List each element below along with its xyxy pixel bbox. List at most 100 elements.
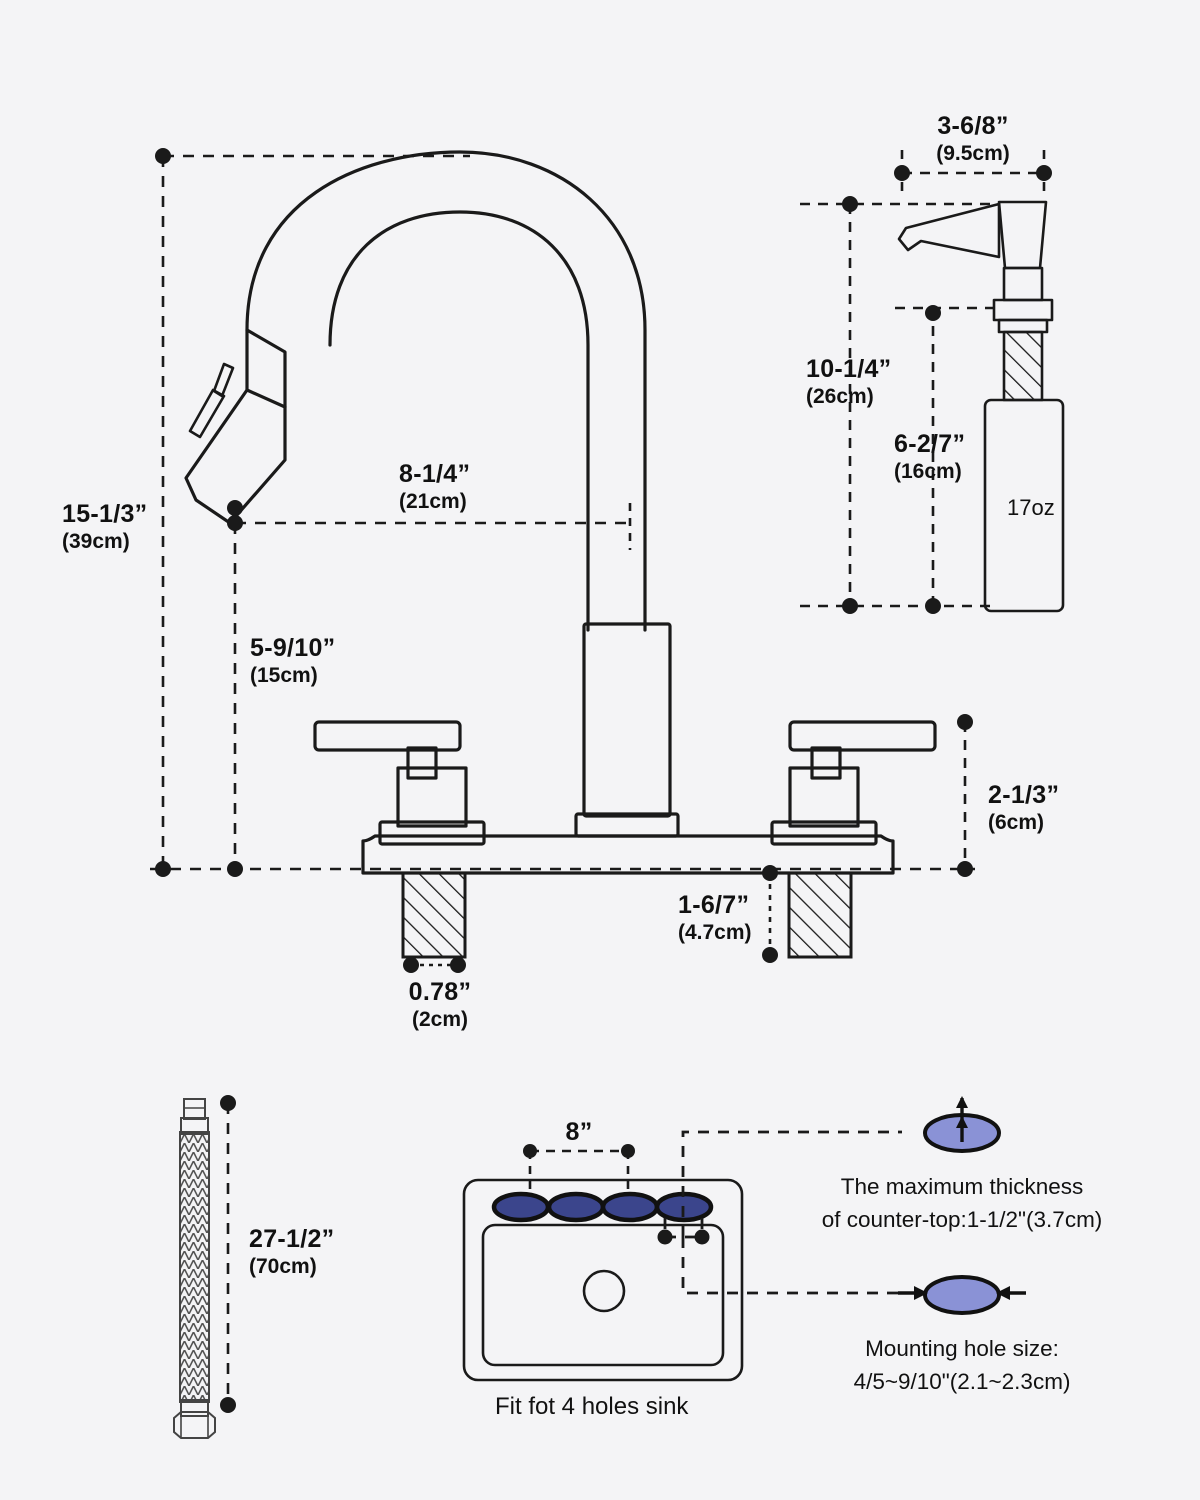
label-hose-length: 27-1/2” (70cm) bbox=[249, 1225, 335, 1279]
shank-left bbox=[401, 871, 467, 959]
label-spout-height: 5-9/10” (15cm) bbox=[250, 634, 336, 688]
note-mounting-hole: Mounting hole size: 4/5~9/10"(2.1~2.3cm) bbox=[817, 1333, 1107, 1398]
sink-drain bbox=[582, 1269, 626, 1313]
label-shank-diameter-imperial: 0.78” bbox=[408, 978, 472, 1006]
label-overall-height-metric: (39cm) bbox=[62, 529, 130, 553]
dim-dot bbox=[925, 598, 941, 614]
mounting-hole-icon bbox=[898, 1275, 1026, 1315]
handle-left-lever bbox=[313, 720, 462, 752]
sink-outer-rim bbox=[462, 1178, 744, 1382]
dim-dot bbox=[762, 865, 778, 881]
label-shank-length-imperial: 1-6/7” bbox=[678, 891, 750, 919]
dispenser-pump-head bbox=[997, 200, 1048, 270]
sink-spacing-dimension bbox=[523, 1144, 635, 1196]
label-overall-height: 15-1/3” (39cm) bbox=[62, 500, 148, 554]
handle-left-body bbox=[396, 766, 468, 828]
leader-mounting-hole bbox=[681, 1237, 902, 1295]
dispenser-neck bbox=[1002, 266, 1044, 302]
shank-right bbox=[787, 871, 853, 959]
dim-dot bbox=[155, 861, 171, 877]
faucet-deck-plate bbox=[361, 834, 895, 875]
sink-drawing bbox=[462, 1178, 744, 1382]
label-handle-height-metric: (6cm) bbox=[988, 810, 1045, 834]
dim-dot bbox=[657, 1229, 673, 1245]
label-spout-reach: 8-1/4” (21cm) bbox=[399, 460, 470, 514]
note-counter-thickness-line1: The maximum thickness bbox=[840, 1174, 1084, 1199]
note-counter-thickness: The maximum thickness of counter-top:1-1… bbox=[817, 1171, 1107, 1236]
sprayer-head bbox=[184, 328, 287, 525]
faucet-column bbox=[582, 622, 672, 818]
handle-left-base bbox=[378, 820, 486, 846]
handle-right-stem bbox=[810, 746, 842, 780]
label-dispenser-reach-metric: (9.5cm) bbox=[936, 141, 1010, 165]
dim-dot bbox=[694, 1229, 710, 1245]
dim-dot bbox=[403, 957, 419, 973]
label-dispenser-height: 10-1/4” (26cm) bbox=[806, 355, 892, 409]
hose-nut-bottom bbox=[173, 1411, 216, 1439]
sink-hole-3 bbox=[600, 1191, 660, 1223]
label-overall-height-imperial: 15-1/3” bbox=[62, 500, 148, 528]
label-spout-height-metric: (15cm) bbox=[250, 663, 318, 687]
sprayer-button-lower bbox=[188, 388, 226, 439]
note-mounting-hole-line1: Mounting hole size: bbox=[865, 1336, 1059, 1361]
note-counter-thickness-line2: of counter-top:1-1/2"(3.7cm) bbox=[821, 1206, 1103, 1232]
sink-hole-1 bbox=[491, 1191, 551, 1223]
leader-counter-thickness bbox=[681, 1130, 902, 1237]
label-dispenser-height-imperial: 10-1/4” bbox=[806, 355, 892, 383]
label-hose-length-imperial: 27-1/2” bbox=[249, 1225, 335, 1253]
dim-dot bbox=[155, 148, 171, 164]
handle-left-stem bbox=[406, 746, 438, 780]
dim-dot bbox=[220, 1095, 236, 1111]
dispenser-collar-lower bbox=[997, 318, 1049, 334]
label-dispenser-capacity: 17oz bbox=[1007, 495, 1055, 520]
label-dispenser-bottle-imperial: 6-2/7” bbox=[894, 430, 966, 458]
faucet-neck-outer bbox=[245, 150, 647, 632]
label-shank-diameter: 0.78” (2cm) bbox=[400, 978, 480, 1032]
dispenser-collar bbox=[992, 298, 1054, 322]
counter-thickness-icon bbox=[923, 1096, 1001, 1153]
hose-fitting-top bbox=[183, 1098, 206, 1120]
dim-dot bbox=[621, 1144, 635, 1158]
soap-dispenser-drawing bbox=[897, 200, 1065, 613]
dim-dot bbox=[227, 500, 243, 516]
label-handle-height-imperial: 2-1/3” bbox=[988, 781, 1060, 809]
label-spout-reach-metric: (21cm) bbox=[399, 489, 467, 513]
dim-dot bbox=[842, 196, 858, 212]
faucet-dimension-lines bbox=[150, 148, 975, 973]
label-spout-height-imperial: 5-9/10” bbox=[250, 634, 336, 662]
dim-dot bbox=[523, 1144, 537, 1158]
faucet-neck-inner bbox=[328, 210, 590, 632]
dim-dot bbox=[894, 165, 910, 181]
label-sink-hole-spacing: 8” bbox=[539, 1118, 619, 1148]
handle-right-base bbox=[770, 820, 878, 846]
sprayer-head-seam bbox=[245, 388, 287, 409]
label-shank-diameter-metric: (2cm) bbox=[411, 1007, 469, 1031]
handle-right-body bbox=[788, 766, 860, 828]
faucet-drawing bbox=[184, 150, 937, 875]
note-mounting-hole-line2: 4/5~9/10"(2.1~2.3cm) bbox=[853, 1368, 1071, 1394]
dim-dot bbox=[957, 861, 973, 877]
label-handle-height: 2-1/3” (6cm) bbox=[988, 781, 1059, 835]
label-dispenser-bottle: 6-2/7” (16cm) bbox=[894, 430, 965, 484]
label-sink-hole-spacing-value: 8” bbox=[565, 1118, 593, 1146]
label-dispenser-height-metric: (26cm) bbox=[806, 384, 874, 408]
dispenser-bottle bbox=[983, 398, 1065, 613]
dispenser-threaded-shank bbox=[1002, 330, 1044, 402]
dim-dot bbox=[925, 305, 941, 321]
dim-dot bbox=[450, 957, 466, 973]
supply-hose-drawing bbox=[173, 1098, 216, 1439]
hose-ferrule-bottom bbox=[180, 1399, 209, 1417]
sink-hole-2 bbox=[546, 1191, 606, 1223]
dim-dot bbox=[957, 714, 973, 730]
label-shank-length-metric: (4.7cm) bbox=[678, 920, 752, 944]
hose-braid-body bbox=[179, 1131, 210, 1403]
dispenser-dimension-lines bbox=[800, 150, 1052, 614]
label-hose-length-metric: (70cm) bbox=[249, 1254, 317, 1278]
label-dispenser-bottle-metric: (16cm) bbox=[894, 459, 962, 483]
label-sink-caption: Fit fot 4 holes sink bbox=[495, 1393, 689, 1420]
dim-dot bbox=[220, 1397, 236, 1413]
dispenser-spout bbox=[897, 202, 1001, 259]
mounting-shanks bbox=[401, 871, 853, 959]
label-dispenser-reach-imperial: 3-6/8” bbox=[937, 112, 1009, 140]
